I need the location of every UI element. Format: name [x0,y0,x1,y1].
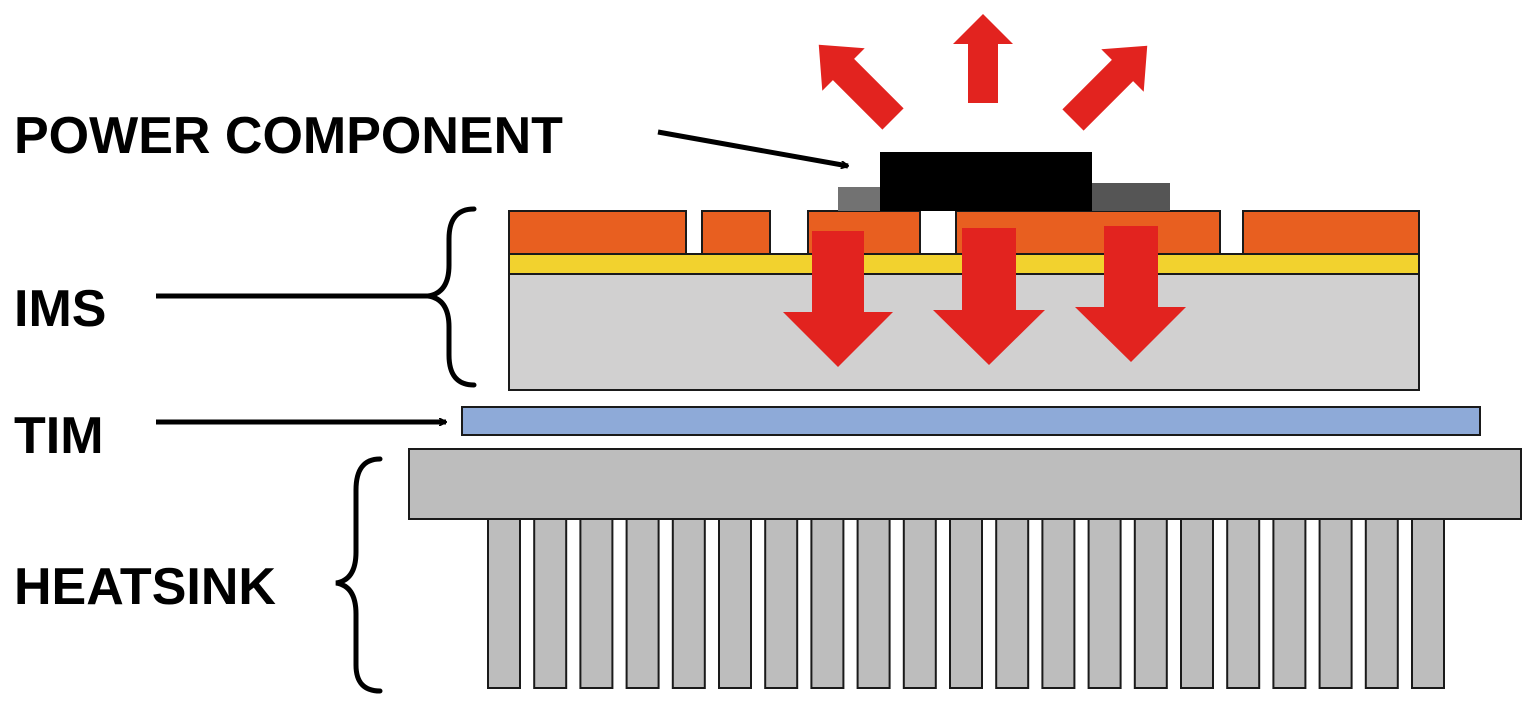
heatsink-fin [1364,518,1399,689]
heatsink-fin [533,518,568,689]
heat-arrow-up-right [1062,45,1148,131]
heat-arrow-down [933,228,1045,365]
heatsink-fin [949,518,983,689]
heatsink-fin [1411,518,1445,689]
ims-brace [427,206,477,388]
heatsink-fin [1272,518,1307,689]
heatsink-fin [1318,518,1353,689]
heatsink-fin [1133,518,1168,689]
heat-arrow-down [783,231,893,367]
heatsink-fin [625,518,660,689]
heatsink-base [408,448,1522,520]
heatsink-fin [1087,518,1122,689]
heatsink-fins [487,518,1445,689]
ims-label: IMS [14,280,107,338]
copper-trace [508,210,687,255]
heat-arrow-up [953,14,1013,103]
heatsink-fin [995,518,1030,689]
heatsink-fin [810,518,845,689]
heat-arrow-up-left [818,44,904,130]
copper-trace [1242,210,1420,255]
heatsink-fin [1226,518,1261,689]
copper-trace [701,210,771,255]
component-lead-right [1090,183,1170,211]
tim-layer [461,406,1481,436]
heatsink-brace [335,456,383,694]
heatsink-fin [579,518,614,689]
heatsink-fin [1041,518,1076,689]
heat-conduction-arrows [783,226,1186,367]
heat-arrow-down [1075,226,1186,362]
heatsink-fin [718,518,752,689]
heatsink-fin [856,518,891,689]
heat-radiation-arrows [818,14,1148,131]
heatsink-fin [671,518,706,689]
heatsink-fin [1180,518,1214,689]
heatsink-fin [764,518,799,689]
power-component-body [880,152,1092,211]
heatsink-fin [487,518,521,689]
component-lead-left [838,187,882,211]
heatsink-label: HEATSINK [14,558,276,616]
heatsink-fin [902,518,937,689]
power-component-label: POWER COMPONENT [14,107,563,165]
power-component-pointer-arrow [657,129,848,166]
tim-label: TIM [14,407,104,465]
